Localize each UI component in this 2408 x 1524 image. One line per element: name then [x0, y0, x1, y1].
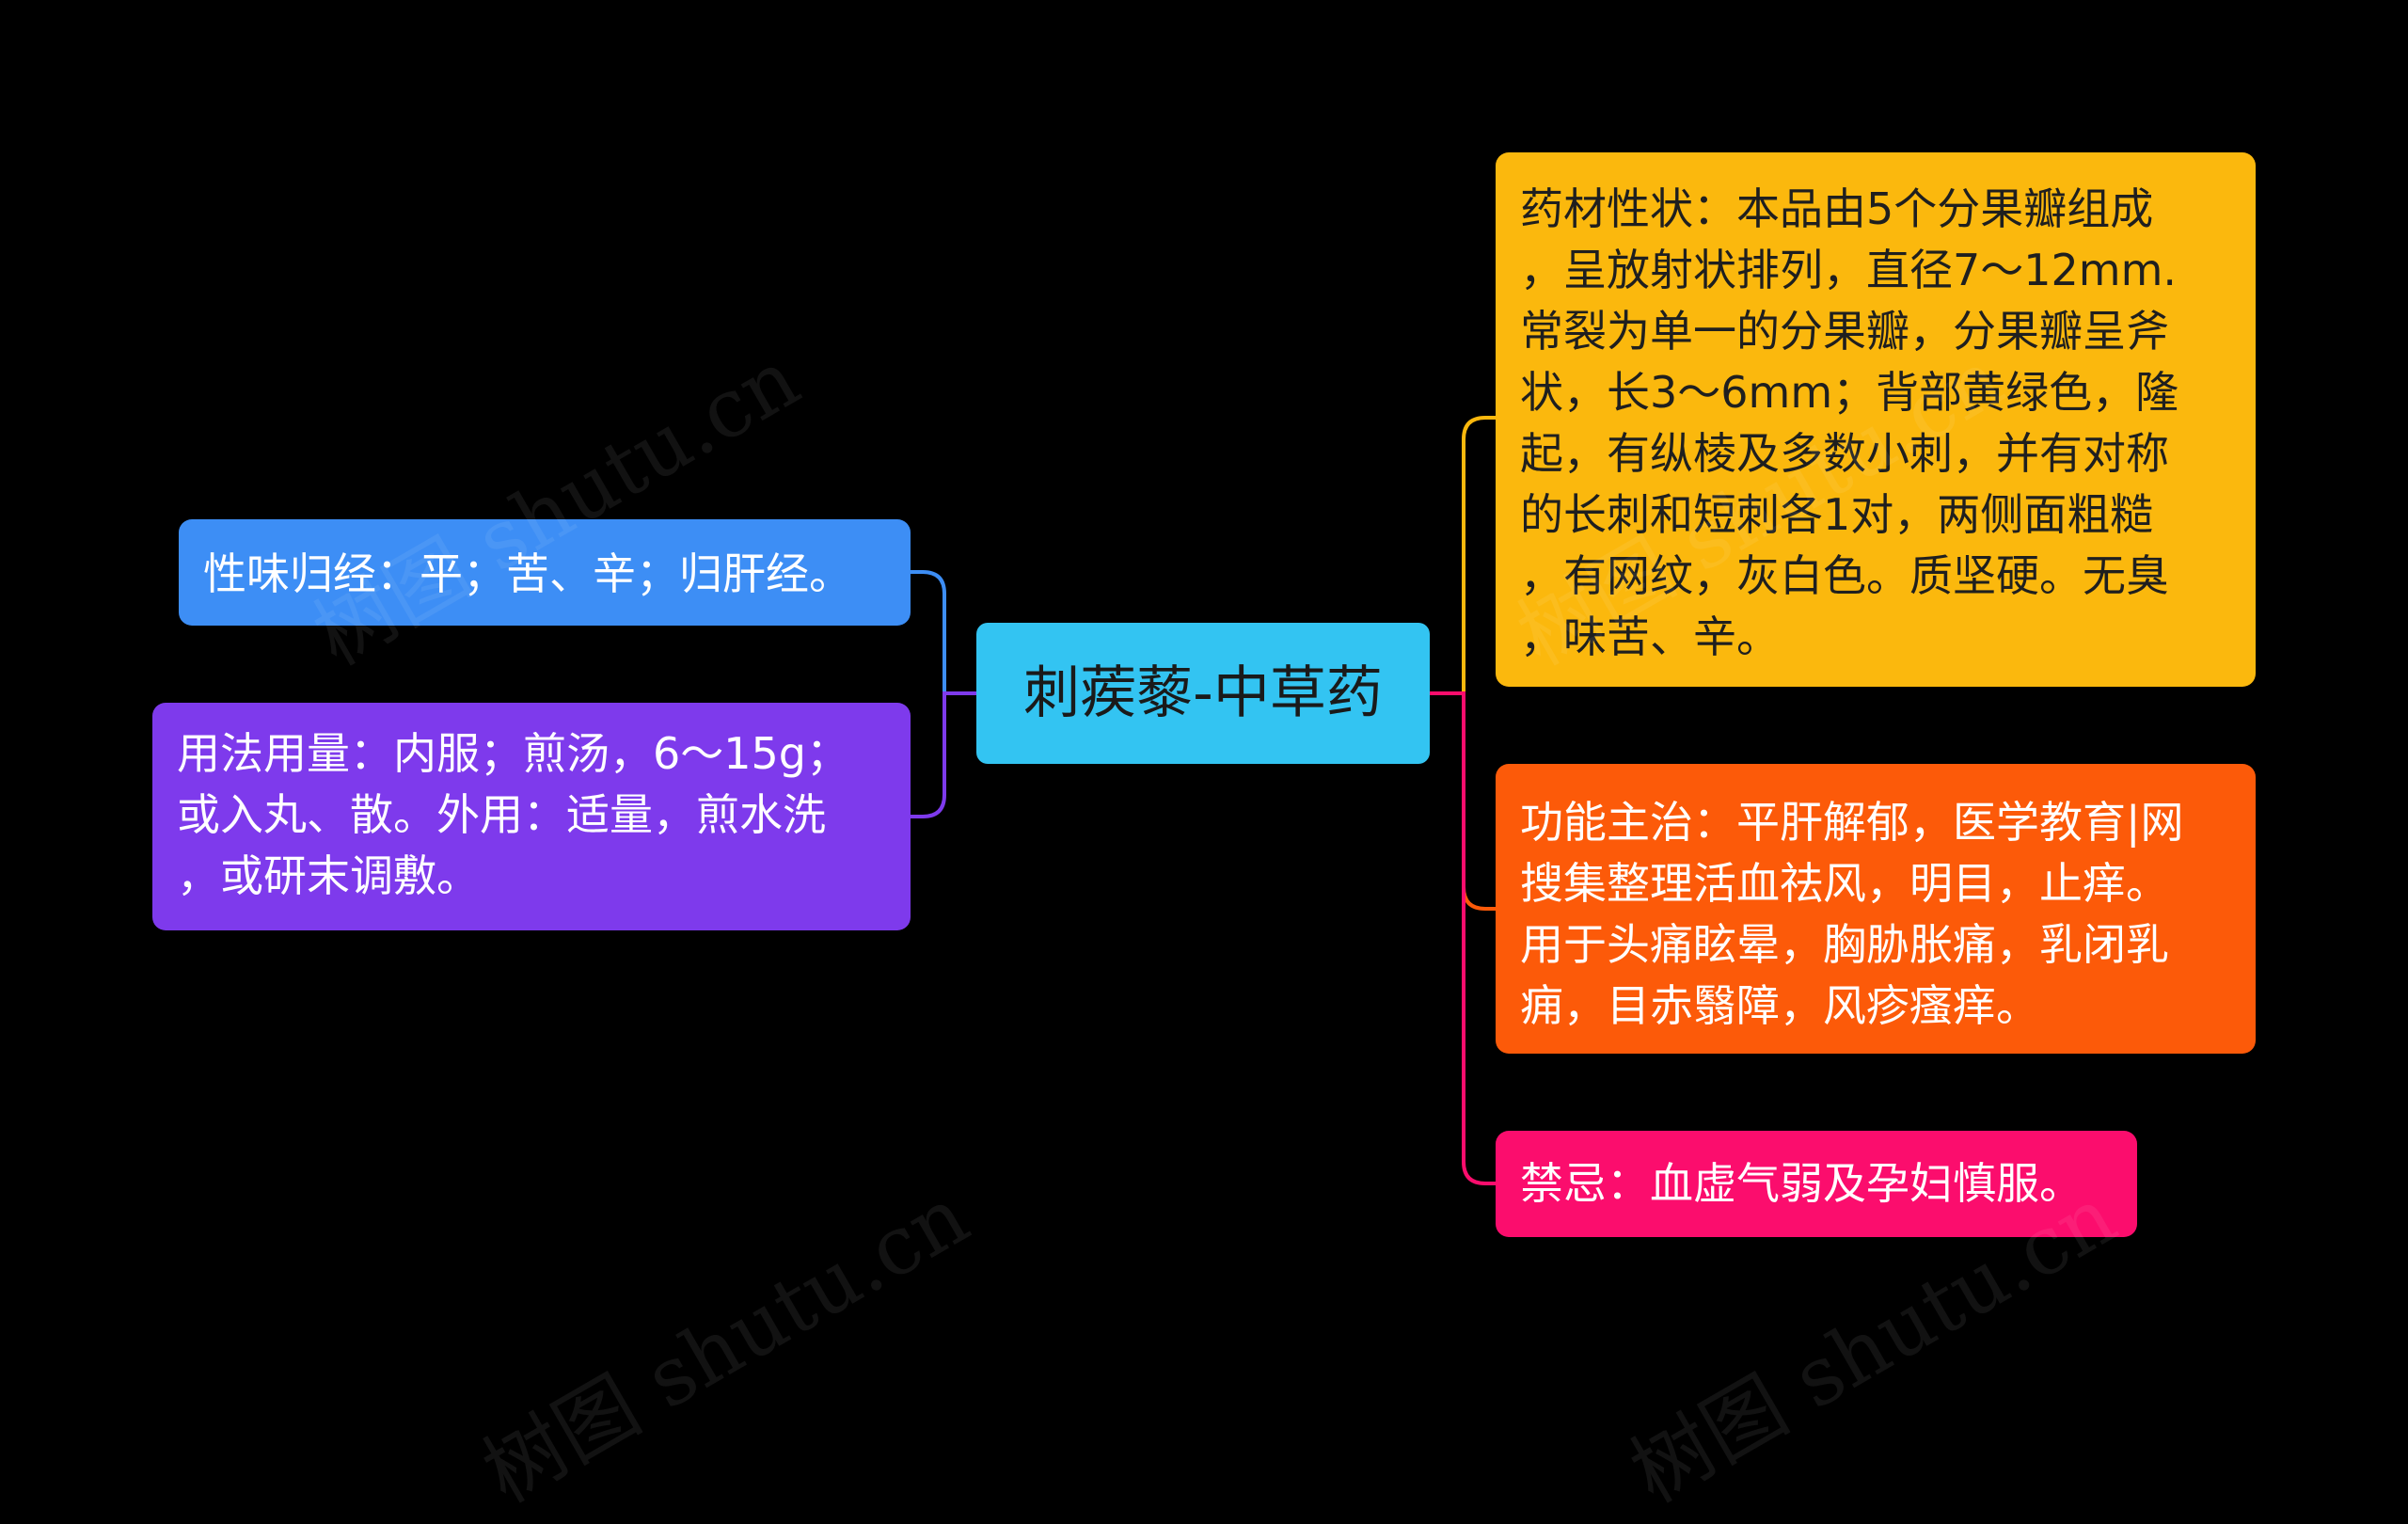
- branch-yaocai-node[interactable]: 药材性状：本品由5个分果瓣组成 ，呈放射状排列，直径7～12mm. 常裂为单一的…: [1496, 152, 2256, 687]
- connector-jinji: [1430, 691, 1496, 1185]
- connector-yongfa: [911, 691, 976, 818]
- branch-jinji-label: 禁忌：血虚气弱及孕妇慎服。: [1520, 1158, 2083, 1209]
- branch-yongfa-label: 用法用量：内服；煎汤，6～15g； 或入丸、散。外用：适量，煎水洗 ，或研末调敷…: [177, 728, 849, 901]
- branch-jinji-node[interactable]: 禁忌：血虚气弱及孕妇慎服。: [1496, 1131, 2137, 1237]
- branch-yaocai-label: 药材性状：本品由5个分果瓣组成 ，呈放射状排列，直径7～12mm. 常裂为单一的…: [1520, 183, 2179, 662]
- mindmap-canvas: 刺蒺藜-中草药 性味归经：平；苦、辛；归肝经。 用法用量：内服；煎汤，6～15g…: [152, 152, 2256, 1521]
- branch-gongneng-label: 功能主治：平肝解郁，医学教育|网 搜集整理活血祛风，明目，止痒。 用于头痛眩晕，…: [1520, 797, 2184, 1031]
- connector-xingwei: [911, 570, 976, 695]
- connector-lines: [911, 416, 1496, 1185]
- root-label: 刺蒺藜-中草药: [1023, 659, 1383, 726]
- connector-yaocai: [1430, 416, 1496, 695]
- root-node[interactable]: 刺蒺藜-中草药: [976, 623, 1430, 764]
- branch-yongfa-node[interactable]: 用法用量：内服；煎汤，6～15g； 或入丸、散。外用：适量，煎水洗 ，或研末调敷…: [152, 703, 911, 930]
- branch-gongneng-node[interactable]: 功能主治：平肝解郁，医学教育|网 搜集整理活血祛风，明目，止痒。 用于头痛眩晕，…: [1496, 764, 2256, 1054]
- branch-xingwei-label: 性味归经：平；苦、辛；归肝经。: [203, 548, 852, 599]
- branch-xingwei-node[interactable]: 性味归经：平；苦、辛；归肝经。: [179, 519, 911, 626]
